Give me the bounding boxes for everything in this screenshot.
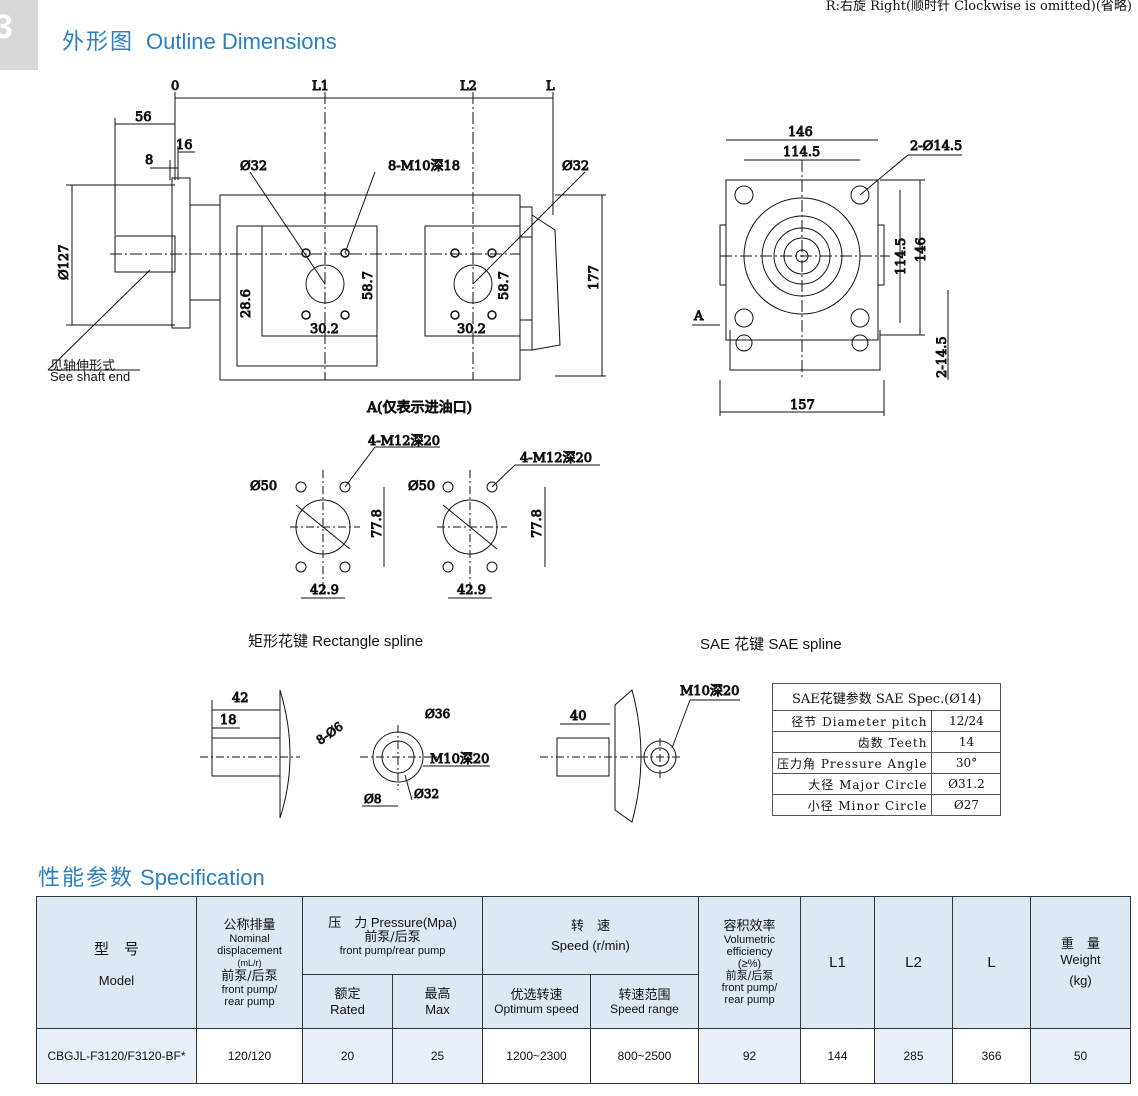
spec-title-en: Specification: [140, 865, 265, 890]
rect-d32: Ø32: [414, 787, 439, 801]
header-optimum: 优选转速 Optimum speed: [482, 974, 591, 1029]
rect-spec: 8-Ø6: [314, 719, 346, 747]
rect-spline-title-cn: 矩形花键: [248, 633, 309, 650]
rect-spline-title-en: Rectangle spline: [312, 633, 424, 650]
dim-8: 8: [145, 153, 153, 168]
rect-d18: 18: [220, 713, 237, 728]
port1-w: 42.9: [310, 583, 339, 598]
view-a-label: A: [693, 309, 704, 324]
port-offset: 28.6: [239, 289, 254, 318]
header-pressure: 压 力 Pressure(Mpa) 前泵/后泵 front pump/rear …: [302, 896, 483, 975]
end-w114: 114.5: [783, 145, 820, 160]
rear-port-dia: Ø32: [562, 159, 589, 174]
end-h114: 114.5: [894, 238, 909, 275]
sae-d40: 40: [570, 709, 587, 724]
rotation-note: R:右旋 Right(顺时针 Clockwise is omitted)(省略): [825, 0, 1132, 14]
end-h14: 2-14.5: [935, 336, 950, 378]
table-row: CBGJL-F3120/F3120-BF* 120/120 20 25 1200…: [36, 1028, 1131, 1084]
rect-thread: M10深20: [430, 752, 489, 767]
end-w157: 157: [790, 398, 815, 413]
front-port-dia: Ø32: [240, 159, 267, 174]
cell-displacement: 120/120: [196, 1028, 303, 1084]
end-h146: 146: [914, 237, 929, 262]
cell-l: 366: [952, 1028, 1031, 1084]
cell-range: 800~2500: [590, 1028, 699, 1084]
sae-spec-header: SAE花键参数 SAE Spec.(Ø14): [771, 683, 1002, 711]
header-l2: L2: [874, 896, 953, 1029]
spec-title-cn: 性能参数: [38, 866, 135, 891]
port2-h: 77.8: [530, 509, 545, 538]
sae-thread: M10深20: [680, 684, 739, 699]
header-l1: L1: [800, 896, 875, 1029]
cell-l1: 144: [800, 1028, 875, 1084]
body-height: 177: [587, 265, 602, 290]
port2-w: 42.9: [457, 583, 486, 598]
cell-l2: 285: [874, 1028, 953, 1084]
header-weight: 重 量 Weight (kg): [1030, 896, 1131, 1029]
cell-volumetric: 92: [698, 1028, 801, 1084]
sae-spline-title-cn: SAE 花键: [700, 636, 765, 653]
cell-optimum: 1200~2300: [482, 1028, 591, 1084]
page-number-tab: 3: [0, 0, 38, 70]
sae-spline-title: SAE 花键 SAE spline: [700, 633, 842, 654]
dim-56: 56: [135, 110, 152, 125]
end-w146: 146: [788, 125, 813, 140]
header-displacement: 公称排量 Nominal displacement (mL/r) 前泵/后泵 f…: [196, 896, 303, 1029]
shaft-note-en: See shaft end: [50, 369, 131, 384]
header-rated: 额定 Rated: [302, 974, 393, 1029]
dim-zero: 0: [171, 79, 179, 94]
rect-spline-title: 矩形花键 Rectangle spline: [248, 630, 423, 651]
rear-port-h: 58.7: [497, 271, 512, 300]
dim-16: 16: [176, 138, 193, 153]
shaft-note-cn: 见轴伸形式: [50, 359, 116, 374]
port1-bolts: 4-M12深20: [368, 434, 440, 449]
header-range: 转速范围 Speed range: [590, 974, 699, 1029]
header-max: 最高 Max: [392, 974, 483, 1029]
port2-dia: Ø50: [408, 479, 435, 494]
outline-title-cn: 外形图: [62, 30, 135, 55]
front-port-w: 30.2: [310, 322, 339, 337]
cell-model: CBGJL-F3120/F3120-BF*: [36, 1028, 197, 1084]
port2-bolts: 4-M12深20: [520, 451, 592, 466]
performance-table: 型 号 Model 公称排量 Nominal displacement (mL/…: [36, 896, 1131, 1084]
dim-l2: L2: [460, 79, 477, 94]
rect-d42: 42: [232, 691, 249, 706]
spline-drawings: 42 18 8-Ø6 Ø36 M10深20 Ø8 Ø32 M10深20 40: [200, 684, 740, 823]
port1-dia: Ø50: [250, 479, 277, 494]
cell-max: 25: [392, 1028, 483, 1084]
rear-port-w: 30.2: [457, 322, 486, 337]
cell-rated: 20: [302, 1028, 393, 1084]
outline-title: 外形图 Outline Dimensions: [62, 24, 337, 56]
sae-spec-table: SAE花键参数 SAE Spec.(Ø14) 径节 Diameter pitch…: [771, 683, 1002, 816]
header-l: L: [952, 896, 1031, 1029]
header-speed: 转 速 Speed (r/min): [482, 896, 699, 975]
cell-weight: 50: [1030, 1028, 1131, 1084]
rect-dia36: Ø36: [425, 707, 450, 721]
header-volumetric: 容积效率 Volumetric efficiency (≥%) 前泵/后泵 fr…: [698, 896, 801, 1029]
outline-title-en: Outline Dimensions: [146, 29, 337, 54]
dim-flange-dia: Ø127: [57, 245, 72, 280]
rect-d8: Ø8: [364, 792, 381, 806]
end-holes: 2-Ø14.5: [910, 139, 962, 154]
outline-drawing: 0 L1 L2 L 56 16 8 Ø127 Ø32 8-M10深18 Ø32 …: [47, 79, 963, 599]
dim-l1: L1: [312, 79, 329, 94]
bolt-spec: 8-M10深18: [388, 159, 460, 174]
front-port-h: 58.7: [361, 271, 376, 300]
port1-h: 77.8: [370, 509, 385, 538]
dim-l: L: [546, 79, 555, 94]
sae-spline-title-en: SAE spline: [768, 636, 842, 653]
header-model: 型 号 Model: [36, 896, 197, 1029]
view-a-note: A(仅表示进油口): [366, 400, 472, 416]
